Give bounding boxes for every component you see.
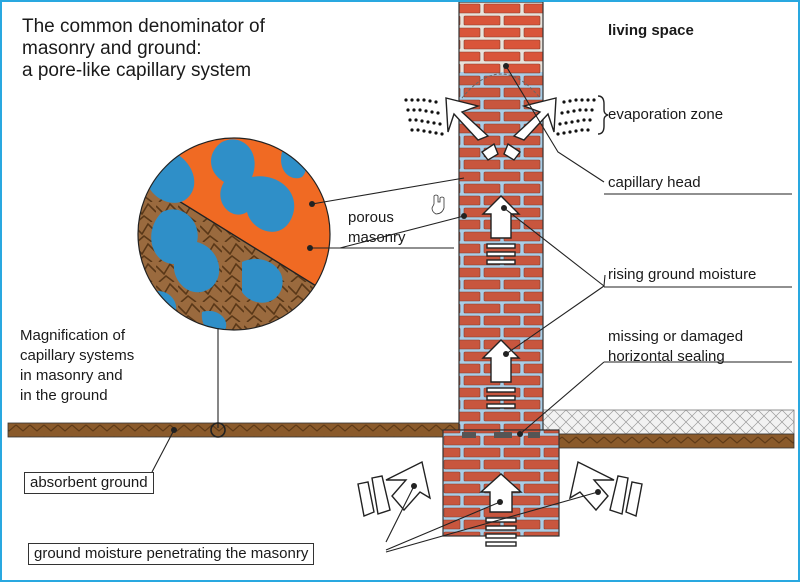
label-underlines [340,193,792,363]
rising-ground-moisture-label: rising ground moisture [608,266,757,283]
living-space-label: living space [608,22,694,39]
penetration-arrow-left [357,460,432,517]
rising-arrow-foundation [479,473,523,547]
dry-wall-top [459,2,543,72]
magnification-circle [138,138,330,330]
ground-moisture-penetrating-label: ground moisture penetrating the masonry [28,543,315,565]
damaged-sealing-1 [462,432,476,438]
hand-cursor-icon [431,194,445,215]
rising-arrow-upper [481,195,521,265]
leader-lines [151,65,606,553]
capillary-head-label: capillary head [608,174,701,191]
evaporation-dots-right [556,98,596,136]
rising-arrow-lower [481,339,521,409]
evaporation-zone-label: evaporation zone [608,106,724,123]
damaged-sealing-3 [528,432,540,438]
gravel-layer [541,409,795,435]
absorbent-ground-strip [7,422,461,438]
diagram-title: The common denominator of masonry and gr… [22,16,265,81]
penetration-arrow-right [568,460,643,517]
evaporation-bracket [597,95,609,135]
absorbent-ground-label: absorbent ground [24,472,154,494]
porous-masonry-label: porous masonry [348,209,406,246]
damaged-sealing-2 [494,432,512,438]
capillary-head-outline [461,73,541,99]
right-ground-strip [541,433,795,449]
magnification-point [210,422,226,438]
leader-dots [171,63,601,505]
magnification-label: Magnification of capillary systems in ma… [20,327,135,404]
missing-sealing-label: missing or damaged horizontal sealing [608,328,744,365]
evaporation-dots-left [404,98,444,136]
magnification-circle-outline [137,137,331,331]
evaporation-arrows [445,97,557,161]
